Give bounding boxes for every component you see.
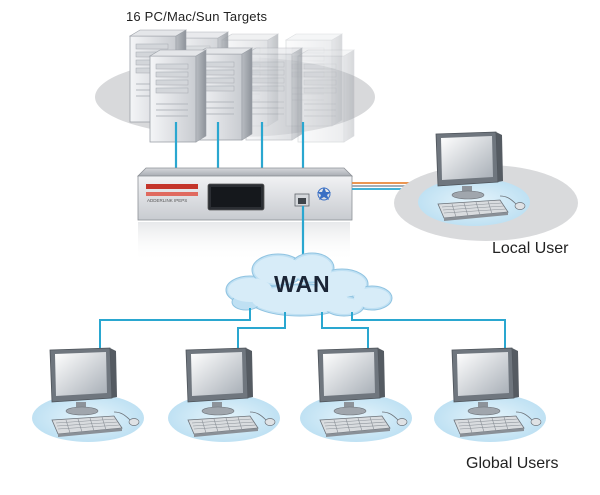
global-user-station-2 <box>167 347 281 443</box>
global-user-station-4 <box>433 347 547 443</box>
global-user-station-3 <box>299 347 413 443</box>
local-user-station <box>394 131 578 241</box>
wan-label: WAN <box>274 271 331 297</box>
device-logo-icon <box>317 187 331 201</box>
global-user-station-1 <box>31 347 145 443</box>
device-brand-text: ADDERLINK IPEPS <box>147 198 187 203</box>
kvm-over-ip-switch: ADDERLINK IPEPS <box>137 167 353 262</box>
targets-label: 16 PC/Mac/Sun Targets <box>126 9 268 24</box>
global-user-links <box>99 308 506 352</box>
wan-cloud <box>225 252 393 317</box>
target-computers-group <box>95 29 375 170</box>
local-user-label: Local User <box>492 240 569 257</box>
global-users-label: Global Users <box>466 455 559 472</box>
